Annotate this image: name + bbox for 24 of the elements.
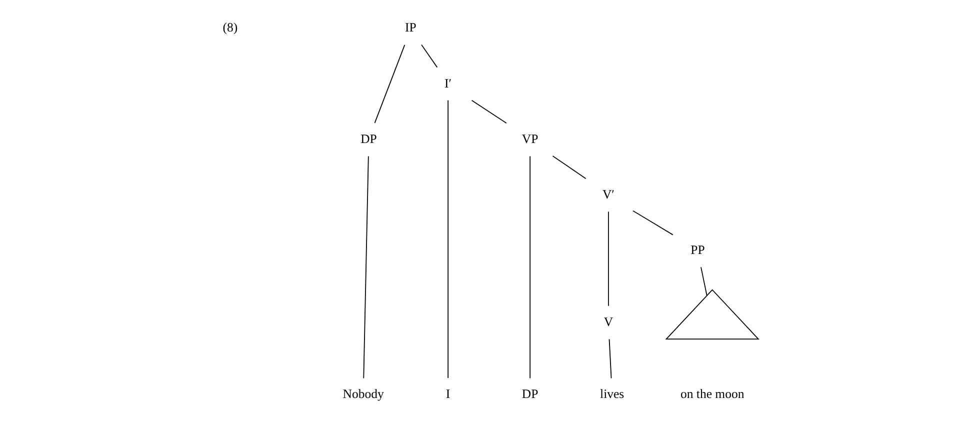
node-text: DP [522,387,538,402]
label: (8) [222,20,238,35]
node-text: PP [690,243,705,258]
connector [363,156,369,379]
node-text: DP [360,132,377,146]
connector [374,44,406,124]
connector [530,156,531,379]
connector [552,156,586,180]
connector [632,210,674,236]
node-triangle [665,289,760,340]
node-text: IP [405,20,416,35]
node-label: on the moon [680,387,744,402]
node-text: V′ [602,187,614,202]
connector [608,338,612,379]
connector [421,44,438,68]
node-text: VP [522,132,538,146]
node-text: V [604,315,614,330]
node-text: I′ [444,76,452,90]
connector [700,266,708,296]
node-text: I [446,387,450,402]
connector [471,100,507,124]
node-text: Nobody [342,387,384,402]
connector [608,211,609,306]
node-text: lives [600,387,624,402]
